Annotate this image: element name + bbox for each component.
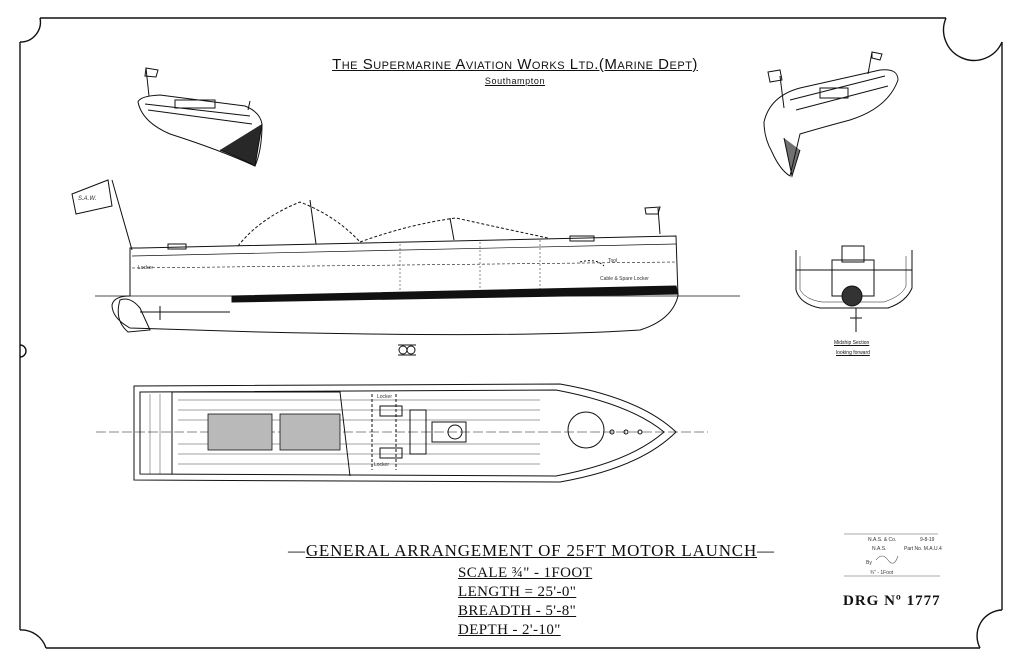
label-locker-aft: Locker	[138, 265, 154, 271]
perspective-boat-left	[137, 67, 263, 167]
section-caption-1: Midship Section	[834, 340, 870, 346]
center-mark	[398, 344, 416, 356]
spec-depth: DEPTH - 2'-10"	[458, 622, 561, 638]
title-block-scale: ¾" - 1Foot	[870, 570, 894, 576]
label-locker-2: Locker	[374, 462, 390, 468]
title-block-date: 9-8-19	[920, 537, 935, 543]
city-header: Southampton	[484, 76, 546, 86]
section-caption-2: looking forward	[836, 350, 870, 356]
title-block-row2: N.A.S.	[872, 546, 887, 552]
label-tool: Tool	[608, 258, 618, 264]
main-title-text: GENERAL ARRANGEMENT OF 25FT MOTOR LAUNCH	[305, 541, 758, 560]
spec-breadth: BREADTH - 5'-8"	[458, 603, 577, 619]
company-header: The Supermarine Aviation Works Ltd.(Mari…	[332, 56, 698, 73]
perspective-boat-right	[763, 51, 899, 178]
title-block-ref: Part No. M.A.U.4	[904, 546, 942, 552]
title-block-lines	[844, 533, 940, 577]
spec-scale: SCALE ¾" - 1FOOT	[458, 565, 593, 581]
plan-view	[96, 383, 708, 483]
side-elevation	[71, 179, 740, 336]
midship-section	[795, 245, 913, 332]
main-title: —GENERAL ARRANGEMENT OF 25FT MOTOR LAUNC…	[288, 541, 775, 560]
sheet-border	[19, 17, 1003, 649]
drawing-number: DRG Nº 1777	[843, 593, 941, 609]
label-locker-1: Locker	[377, 394, 393, 400]
title-block-by: By	[866, 560, 872, 566]
label-chain-locker: Cable & Spare Locker	[600, 276, 649, 282]
spec-length: LENGTH = 25'-0"	[458, 584, 577, 600]
flag-text: S.A.W.	[78, 196, 97, 202]
title-block-row1: N.A.S. & Co.	[868, 537, 897, 543]
